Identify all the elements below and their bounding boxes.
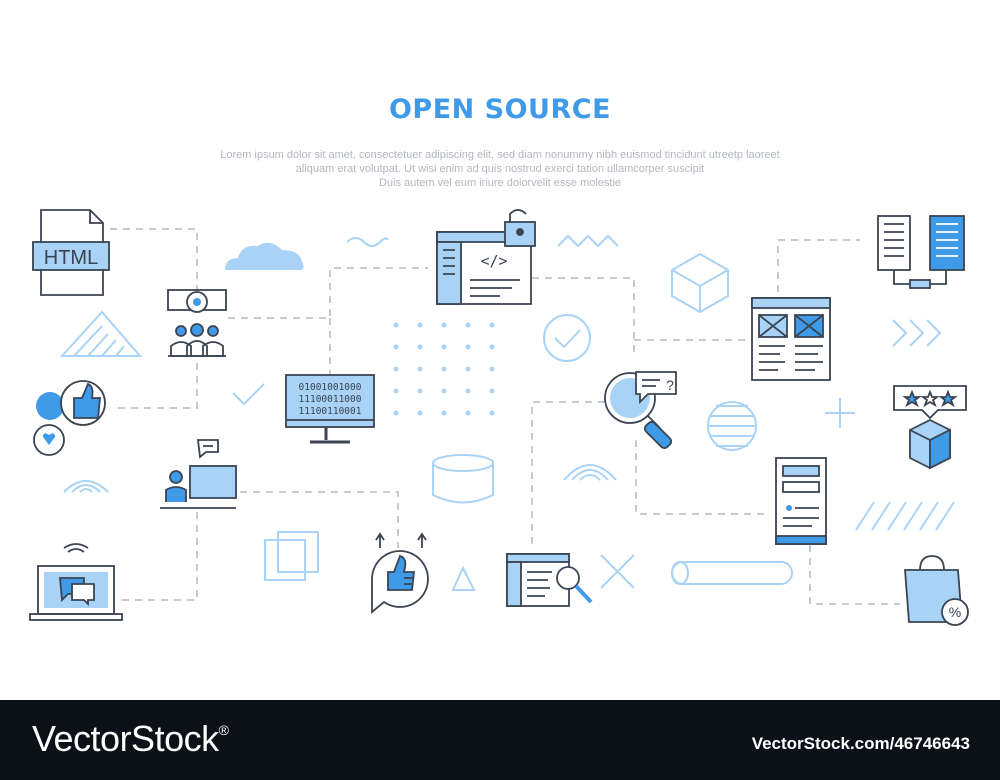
footer-bar: VectorStock® VectorStock.com/46746643 (0, 700, 1000, 780)
cloud-shape (225, 242, 304, 270)
description-line-3: Duis autem vel eum iriure dolorvelit ess… (378, 177, 622, 189)
check-circle-shape (543, 314, 591, 362)
cylinder-top (432, 454, 494, 472)
description-line-1: Lorem ipsum dolor sit amet, consectetuer… (220, 149, 780, 161)
triangle-lines-shape (59, 310, 143, 357)
search-question-icon: ? (604, 371, 677, 450)
svg-text:</>: </> (480, 252, 507, 270)
server-tower-icon (775, 457, 827, 545)
chevrons-shape (892, 319, 942, 347)
cube-shape (671, 252, 729, 314)
svg-text:01001001000: 01001001000 (299, 382, 362, 393)
svg-text:HTML: HTML (44, 247, 98, 269)
svg-text:%: % (949, 604, 961, 620)
page-title: OPEN SOURCE (388, 94, 612, 125)
check-shape (232, 383, 265, 406)
half-circles-shape (563, 464, 617, 481)
brand-logo: VectorStock® (32, 718, 229, 759)
illustration: HTML 0 (29, 209, 969, 626)
svg-text:?: ? (666, 377, 674, 393)
laptop-chat-icon (29, 543, 123, 621)
binary-monitor-icon: 01001001000 11100011000 11100110001 (285, 374, 375, 444)
html-file-icon: HTML (32, 209, 110, 296)
dot-grid (393, 322, 495, 416)
decorative-shapes (59, 234, 955, 591)
description-line-2: aliquam erat volutpat. Ut wisi enim ad q… (295, 163, 705, 175)
rainbow-shape (63, 480, 109, 493)
web-layout-icon (751, 297, 831, 381)
shopping-bag-discount-icon: % (904, 555, 969, 626)
social-feedback-icon (33, 380, 106, 456)
small-triangle-shape (451, 565, 476, 591)
code-window-lock-icon: </> (436, 209, 536, 305)
wave-shape (346, 237, 389, 247)
tube-shape (671, 561, 793, 585)
server-rack-icon (877, 215, 965, 289)
squares-shape (264, 539, 306, 581)
svg-text:11100110001: 11100110001 (299, 406, 362, 417)
remote-worker-icon (160, 439, 237, 509)
zigzag-shape (557, 234, 619, 248)
plus-shape (825, 398, 855, 428)
image-id: VectorStock.com/46746643 (751, 734, 970, 753)
team-gear-icon (167, 289, 227, 357)
rating-box-icon (893, 385, 967, 470)
x-shape (600, 554, 635, 589)
svg-text:11100011000: 11100011000 (299, 394, 362, 405)
code-search-window-icon (506, 553, 593, 607)
dashed-connectors (110, 228, 900, 605)
diagonal-lines-shape (855, 501, 955, 531)
thumbs-up-icon (371, 532, 429, 614)
